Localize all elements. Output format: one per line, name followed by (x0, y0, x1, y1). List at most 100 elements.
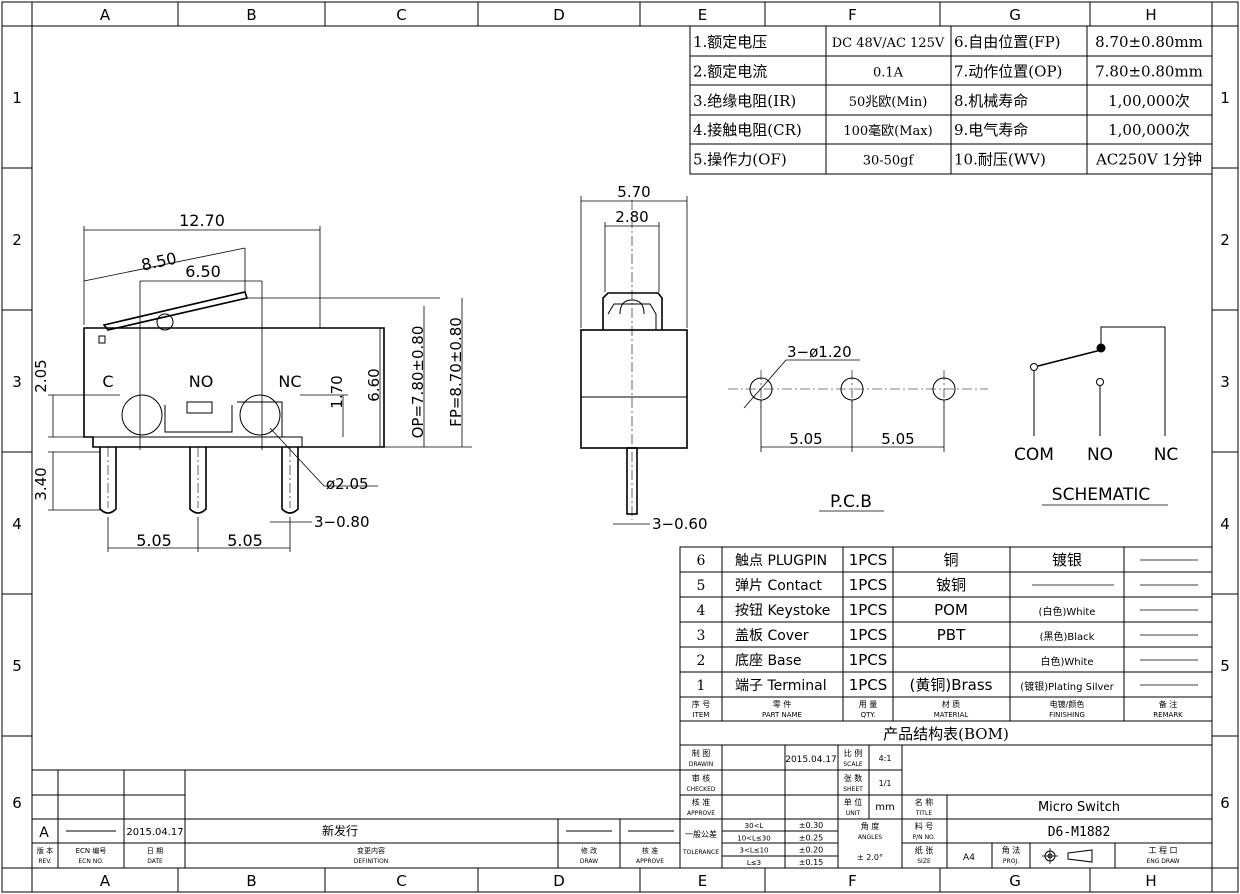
spec-name-2: 9.电气寿命 (954, 121, 1028, 139)
spec-value: 0.1A (873, 65, 904, 80)
tb-angles: 角 度 (861, 821, 880, 831)
grid-row-right: 4 (1220, 515, 1230, 533)
bom-no: 3 (697, 628, 706, 644)
grid-col-top: G (1009, 6, 1021, 24)
grid-col-bottom: H (1145, 872, 1156, 890)
bom-no: 2 (697, 653, 706, 669)
dim-pins: 3−0.80 (314, 513, 370, 531)
grid-row-right: 5 (1220, 657, 1230, 675)
tb-checked: 审 核 (692, 773, 711, 783)
bom-h-no-en: ITEM (693, 711, 710, 719)
rev-h-date-en: DATE (147, 858, 163, 865)
tb-title-en: TITLE (915, 810, 932, 817)
tb-unit-en: UNIT (846, 810, 861, 817)
rev-letter: A (39, 825, 49, 841)
spec-name: 5.操作力(OF) (693, 151, 787, 169)
tb-drawn: 制 图 (692, 748, 711, 758)
tb-approve: 核 准 (692, 797, 711, 807)
front-view: 12.70 8.50 6.50 C NO NC 2.05 3.40 1.70 6… (32, 211, 472, 552)
rev-h-ecn: ECN 编号 (76, 846, 107, 855)
spec-name: 3.绝缘电阻(IR) (693, 92, 796, 110)
dim-hole: ø2.05 (326, 475, 369, 493)
dim-pitch1: 5.05 (136, 531, 172, 550)
sch-com: COM (1014, 445, 1054, 465)
tb-scale-en: SCALE (843, 761, 862, 768)
grid-col-top: F (848, 6, 857, 24)
dim-h170: 1.70 (328, 375, 346, 408)
tb-title-v: Micro Switch (1038, 800, 1120, 815)
bom-h-qty-en: QTY. (861, 711, 876, 719)
pcb-pitch1: 5.05 (789, 430, 822, 448)
grid-row-right: 3 (1220, 373, 1230, 391)
tb-sheet: 张 数 (844, 773, 863, 783)
tb-sheet-en: SHEET (843, 786, 863, 793)
bom-material: (黄铜)Brass (910, 676, 993, 694)
tol-range: 30<L (745, 822, 764, 830)
dim-side-w1: 5.70 (617, 183, 650, 201)
spec-value-2: 1,00,000次 (1108, 92, 1190, 110)
dim-h660: 6.60 (365, 368, 383, 401)
bom-h-part-en: PART NAME (762, 711, 802, 719)
spec-value: 30-50gf (863, 154, 915, 169)
spec-name: 2.额定电流 (693, 62, 767, 80)
tb-title: 名 称 (915, 797, 934, 807)
spec-name: 1.额定电压 (693, 33, 767, 51)
spec-value-2: 1,00,000次 (1108, 121, 1190, 139)
spec-value: 50兆欧(Min) (849, 95, 928, 110)
grid-row-left: 4 (12, 515, 22, 533)
tol-range: 3<L≤10 (740, 847, 769, 855)
spec-value-2: 8.70±0.80mm (1095, 33, 1203, 51)
grid-col-top: B (246, 6, 256, 24)
bom-no: 6 (697, 553, 706, 569)
pcb-title: P.C.B (830, 492, 872, 512)
pcb-pitch2: 5.05 (881, 430, 914, 448)
bom-h-fin: 电镀/颜色 (1050, 699, 1085, 709)
grid-row-left: 2 (12, 231, 22, 249)
tb-eng: 工 程 口 (1148, 846, 1177, 855)
bom-material: 铜 (943, 551, 958, 569)
tol-value: ±0.15 (799, 858, 824, 867)
spec-name: 4.接触电阻(CR) (693, 121, 802, 139)
bom-finishing: (镀银)Plating Silver (1020, 680, 1114, 693)
bom-qty: 1PCS (849, 676, 888, 694)
bom-qty: 1PCS (849, 651, 888, 669)
bom-finishing: 白色)White (1041, 655, 1094, 668)
bom-finishing: (黑色)Black (1040, 630, 1095, 643)
bom-qty: 1PCS (849, 601, 888, 619)
grid-row-left: 3 (12, 373, 22, 391)
bom-no: 1 (697, 678, 706, 694)
grid-col-top: D (553, 6, 565, 24)
tol-value: ±0.30 (799, 821, 824, 830)
bom-qty: 1PCS (849, 551, 888, 569)
tb-size-v: A4 (963, 853, 975, 863)
grid-row-right: 6 (1220, 794, 1230, 812)
rev-h-date: 日 期 (147, 847, 163, 855)
grid-col-bottom: E (698, 872, 707, 890)
rev-h-rev-en: REV. (38, 858, 51, 865)
tb-size: 纸 张 (915, 845, 934, 855)
dim-h205: 2.05 (32, 359, 50, 392)
tol-range: L≤3 (747, 859, 761, 867)
rev-h-app-en: APPROVE (636, 858, 664, 865)
tb-sheet-v: 1/1 (879, 779, 892, 788)
spec-value-2: AC250V 1分钟 (1095, 151, 1202, 169)
tb-angles-en: ANGLES (858, 834, 882, 841)
bom-material: PBT (937, 626, 966, 644)
rev-h-draw: 修 改 (581, 846, 597, 855)
dim-lever2: 6.50 (185, 262, 221, 281)
bom-h-mat-en: MATERIAL (934, 711, 969, 719)
tb-drawn-date: 2015.04.17 (785, 755, 837, 765)
schematic: COM NO NC SCHEMATIC (1014, 326, 1178, 506)
bom-part: 底座 Base (735, 653, 802, 669)
tol-value: ±0.20 (799, 846, 824, 855)
grid-col-top: E (698, 6, 707, 24)
dim-h340: 3.40 (32, 467, 50, 500)
tb-tol: 一般公差 (685, 829, 717, 839)
label-c: C (102, 372, 113, 391)
bom-h-rem-en: REMARK (1153, 711, 1183, 719)
title-block: 制 图 DRAWIN 2015.04.17 比 例 SCALE 4:1 审 核 … (679, 744, 1213, 869)
bom-h-mat: 材 质 (942, 699, 961, 709)
spec-value: 100毫欧(Max) (843, 123, 932, 139)
spec-value: DC 48V/AC 125V (832, 36, 945, 51)
